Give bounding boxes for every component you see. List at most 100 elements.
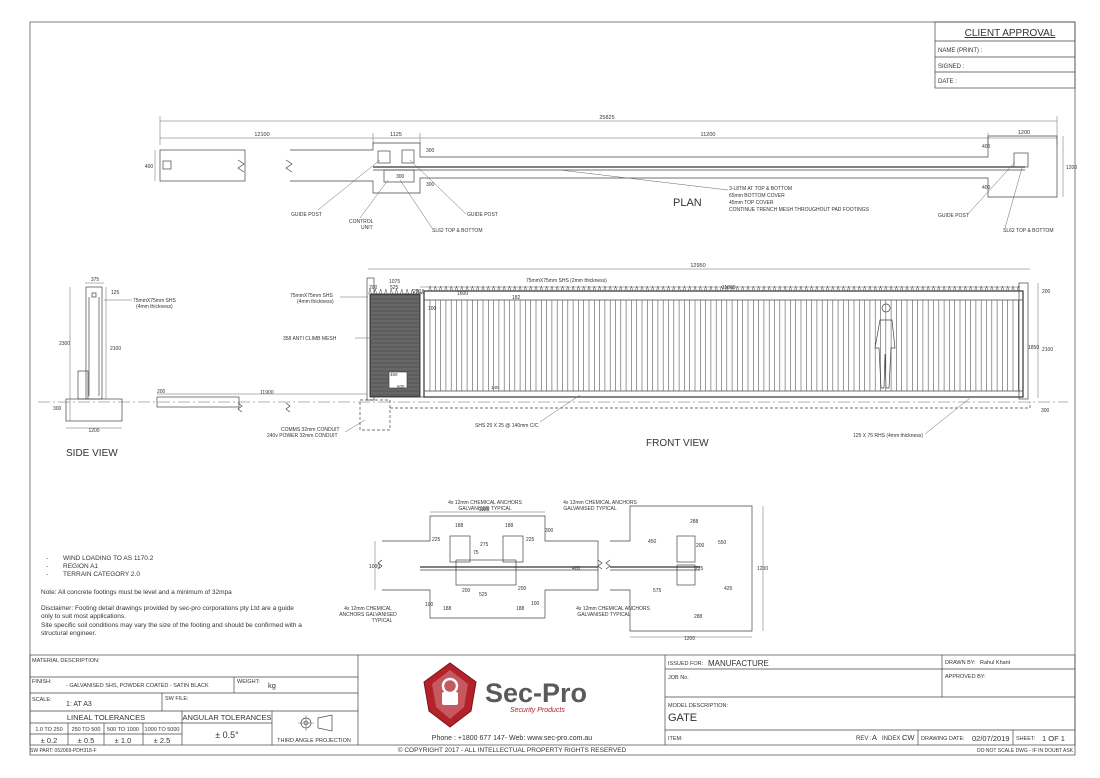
plan-label-guide-post-c: GUIDE POST bbox=[938, 213, 969, 219]
gate-spike bbox=[438, 285, 443, 292]
gate-spike bbox=[910, 285, 914, 292]
gate-spike bbox=[778, 285, 782, 292]
gate-spike bbox=[640, 285, 644, 292]
note-concrete: Note: All concrete footings must be leve… bbox=[41, 589, 232, 596]
gate-spike bbox=[698, 285, 702, 292]
footing-anchor-br-1: 4x 12mm CHEMICAL ANCHORS bbox=[576, 606, 650, 612]
tb-job-label: JOB No. bbox=[668, 675, 689, 681]
gate-spike bbox=[571, 285, 575, 292]
gate-spike bbox=[682, 285, 687, 292]
gate-spike bbox=[926, 285, 930, 292]
plan-note-line-4: CONTINUE TRENCH MESH THROUGHOUT PAD FOOT… bbox=[729, 207, 870, 213]
front-dim-450: 450 bbox=[390, 372, 398, 377]
mesh-spike bbox=[410, 288, 415, 295]
gate-spike bbox=[529, 285, 533, 292]
gate-spike bbox=[1011, 285, 1015, 292]
tb-scale-label: SCALE: bbox=[32, 697, 52, 703]
person-silhouette bbox=[874, 303, 896, 389]
gate-spike bbox=[555, 285, 559, 292]
approval-signed-label: SIGNED : bbox=[938, 64, 965, 70]
footing-dim-450: 450 bbox=[648, 539, 657, 545]
plan-dim-400a: 400 bbox=[982, 144, 991, 150]
side-label-shs-1: 75mmX75mm SHS bbox=[133, 298, 176, 304]
gate-spike bbox=[847, 285, 851, 292]
gate-spike bbox=[597, 285, 602, 292]
gate-spike bbox=[831, 285, 835, 292]
gate-spike bbox=[947, 285, 952, 292]
footing-anchor-bl-1: 4x 12mm CHEMICAL bbox=[344, 606, 392, 612]
note-disclaimer-3: Site specific soil conditions may vary t… bbox=[41, 622, 302, 629]
plan-label-sl62-b: SL62 TOP & BOTTOM bbox=[1003, 228, 1053, 234]
tb-lineal-value-2: ± 0.5 bbox=[78, 736, 95, 745]
gate-spike bbox=[550, 285, 554, 292]
front-dim-250: 250 bbox=[413, 289, 422, 295]
sheet-border bbox=[29, 21, 1076, 756]
gate-spike bbox=[677, 285, 681, 292]
plan-dim-run: 11200 bbox=[701, 132, 716, 138]
tb-finish-label: FINISH: bbox=[32, 679, 52, 685]
plan-dim-right-h: 1200 bbox=[1066, 165, 1077, 171]
footing-dim-400: 400 bbox=[572, 566, 581, 572]
front-label-rhs: 125 X 75 RHS (4mm thickness) bbox=[853, 433, 923, 439]
gate-spike bbox=[809, 285, 814, 292]
gate-spike bbox=[931, 285, 936, 292]
mesh-spike bbox=[378, 288, 383, 295]
front-dim-2100: 2100 bbox=[1042, 347, 1053, 353]
gate-spike bbox=[582, 285, 586, 292]
gate-spike bbox=[725, 285, 729, 292]
tb-swfile-label: SW FILE: bbox=[165, 696, 189, 702]
tb-sw-part: SW PART: 052069-PDH318-F bbox=[30, 748, 97, 754]
mesh-spike bbox=[400, 288, 404, 295]
gate-spike bbox=[900, 285, 904, 292]
tb-rev-value: A bbox=[872, 733, 877, 742]
footing-dim-275: 275 bbox=[480, 542, 489, 548]
tb-lineal-value-3: ± 1.0 bbox=[115, 736, 132, 745]
footing-dim-200a: 200 bbox=[462, 588, 471, 594]
tb-copyright: © COPYRIGHT 2017 - ALL INTELLECTUAL PROP… bbox=[398, 746, 627, 754]
footing-dim-300: 300 bbox=[545, 528, 554, 534]
front-view-title: FRONT VIEW bbox=[646, 438, 709, 449]
tb-lineal-value-1: ± 0.2 bbox=[41, 736, 58, 745]
gate-spike bbox=[576, 285, 581, 292]
plan-dim-left-h: 400 bbox=[145, 164, 154, 170]
note-disclaimer-1: Disclaimer: Footing detail drawings prov… bbox=[41, 605, 294, 612]
gate-spike bbox=[486, 285, 490, 292]
footing-anchor-tl-2: GALVANISED TYPICAL bbox=[458, 506, 512, 512]
plan-dim-400b: 400 bbox=[982, 185, 991, 191]
gate-spike bbox=[905, 285, 909, 292]
gate-spike bbox=[661, 285, 665, 292]
side-dim-125: 125 bbox=[111, 290, 120, 296]
front-dim-200b: 200 bbox=[157, 389, 166, 395]
front-label-power: 240v POWER 32mm CONDUIT bbox=[267, 433, 338, 439]
tb-item-label: ITEM: bbox=[668, 736, 683, 742]
side-dim-300: 300 bbox=[53, 406, 62, 412]
footing-dim-188c: 188 bbox=[443, 606, 452, 612]
gate-pickets bbox=[429, 300, 1019, 391]
front-dim-1600: 1600 bbox=[457, 291, 468, 297]
tb-index-value: CW bbox=[902, 733, 915, 742]
gate-spike bbox=[953, 285, 957, 292]
note-bullet-1: WIND LOADING TO AS 1170.2 bbox=[63, 555, 154, 562]
front-label-mesh: 358 ANTI CLIMB MESH bbox=[283, 336, 337, 342]
side-dim-2300: 2300 bbox=[59, 341, 70, 347]
plan-dim-left: 12100 bbox=[254, 132, 269, 138]
gate-spike bbox=[608, 285, 612, 292]
front-dim-1850: 1850 bbox=[1028, 345, 1039, 351]
front-label-top-shs: 75mmX75mm SHS (2mm thickness) bbox=[526, 278, 607, 284]
gate-spike bbox=[1000, 285, 1005, 292]
gate-spike bbox=[984, 285, 989, 292]
tb-weight-unit: kg bbox=[268, 681, 276, 690]
gate-spike bbox=[587, 285, 591, 292]
gate-spike bbox=[592, 285, 596, 292]
note-bullet-3: TERRAIN CATEGORY 2.0 bbox=[63, 571, 140, 578]
front-dim-200r: 200 bbox=[1042, 289, 1051, 295]
mesh-spike bbox=[389, 288, 393, 295]
gate-spike bbox=[857, 285, 861, 292]
gate-spike bbox=[693, 285, 697, 292]
logo-text: Sec-Pro bbox=[485, 678, 587, 708]
mesh-spike bbox=[373, 288, 377, 295]
tb-scale-value: 1: AT A3 bbox=[66, 701, 92, 708]
front-dim-1075: 1075 bbox=[389, 279, 400, 285]
gate-spike bbox=[979, 285, 983, 292]
tb-angular-title: ANGULAR TOLERANCES bbox=[183, 713, 272, 722]
